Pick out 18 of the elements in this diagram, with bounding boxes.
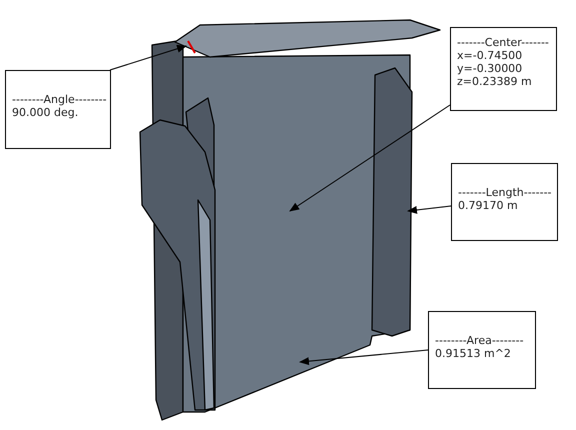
- measurement-value: 0.91513 m^2: [435, 347, 512, 360]
- callout-box: [428, 311, 536, 389]
- leader-line: [289, 104, 450, 212]
- callout-box: [450, 27, 557, 111]
- callout-heading: --------Area--------: [435, 334, 525, 347]
- leader-line: [299, 350, 428, 366]
- callout-heading: --------Angle--------: [12, 93, 104, 106]
- measurement-value: 90.000 deg.: [12, 106, 80, 119]
- measurement-value: z=0.23389 m: [457, 75, 533, 88]
- measurement-value: y=-0.30000: [457, 62, 524, 75]
- leader-line: [407, 206, 452, 214]
- measurement-value: 0.79170 m: [458, 199, 519, 212]
- callout-heading: -------Length-------: [458, 186, 551, 199]
- measurement-value: x=-0.74500: [457, 49, 524, 62]
- callout-heading: -------Center-------: [457, 36, 550, 49]
- callout-box: [451, 163, 558, 241]
- leader-line: [110, 44, 187, 70]
- callout-box: [5, 70, 111, 149]
